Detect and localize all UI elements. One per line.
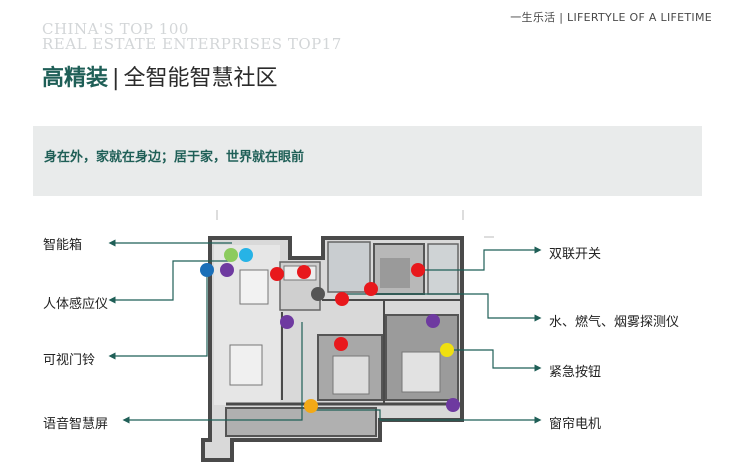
slogan-banner: [33, 126, 702, 196]
marker-red: [364, 282, 378, 296]
page-headline: 高精装|全智能智慧社区: [42, 60, 277, 92]
slogan-text: 身在外，家就在身边；居于家，世界就在眼前: [44, 150, 305, 165]
label-curtain-motor: 窗帘电机: [549, 417, 602, 432]
marker-red: [411, 263, 425, 277]
marker-purple: [446, 398, 460, 412]
marker-purple: [220, 263, 234, 277]
background-title-line1: CHINA'S TOP 100: [42, 20, 189, 38]
marker-purple: [426, 314, 440, 328]
headline-separator: |: [112, 66, 120, 91]
marker-yellow: [440, 343, 454, 357]
marker-purple: [280, 315, 294, 329]
marker-green: [224, 248, 238, 262]
label-smart-box: 智能箱: [43, 238, 83, 253]
label-motion-sensor: 人体感应仪: [43, 297, 109, 312]
marker-red: [335, 292, 349, 306]
headline-bold: 高精装: [42, 66, 109, 91]
label-voice-screen: 语音智慧屏: [43, 417, 109, 432]
crop-marks: [216, 210, 494, 238]
marker-red: [334, 337, 348, 351]
label-detector: 水、燃气、烟雾探测仪: [549, 315, 680, 330]
marker-red: [270, 267, 284, 281]
marker-cyan: [239, 248, 253, 262]
label-video-doorbell: 可视门铃: [43, 353, 96, 368]
marker-blue: [200, 263, 214, 277]
marker-gray: [311, 287, 325, 301]
label-double-switch: 双联开关: [549, 247, 602, 262]
device-markers: [200, 248, 460, 413]
marker-red: [297, 265, 311, 279]
brand-slogan: 一生乐活 | LIFERTYLE OF A LIFETIME: [510, 11, 712, 24]
headline-rest: 全智能智慧社区: [123, 66, 278, 91]
background-title-line2: REAL ESTATE ENTERPRISES TOP17: [42, 35, 342, 53]
background-title: CHINA'S TOP 100 REAL ESTATE ENTERPRISES …: [42, 22, 442, 52]
marker-orange: [304, 399, 318, 413]
label-emergency-button: 紧急按钮: [549, 365, 602, 380]
leader-lines: [108, 239, 542, 424]
